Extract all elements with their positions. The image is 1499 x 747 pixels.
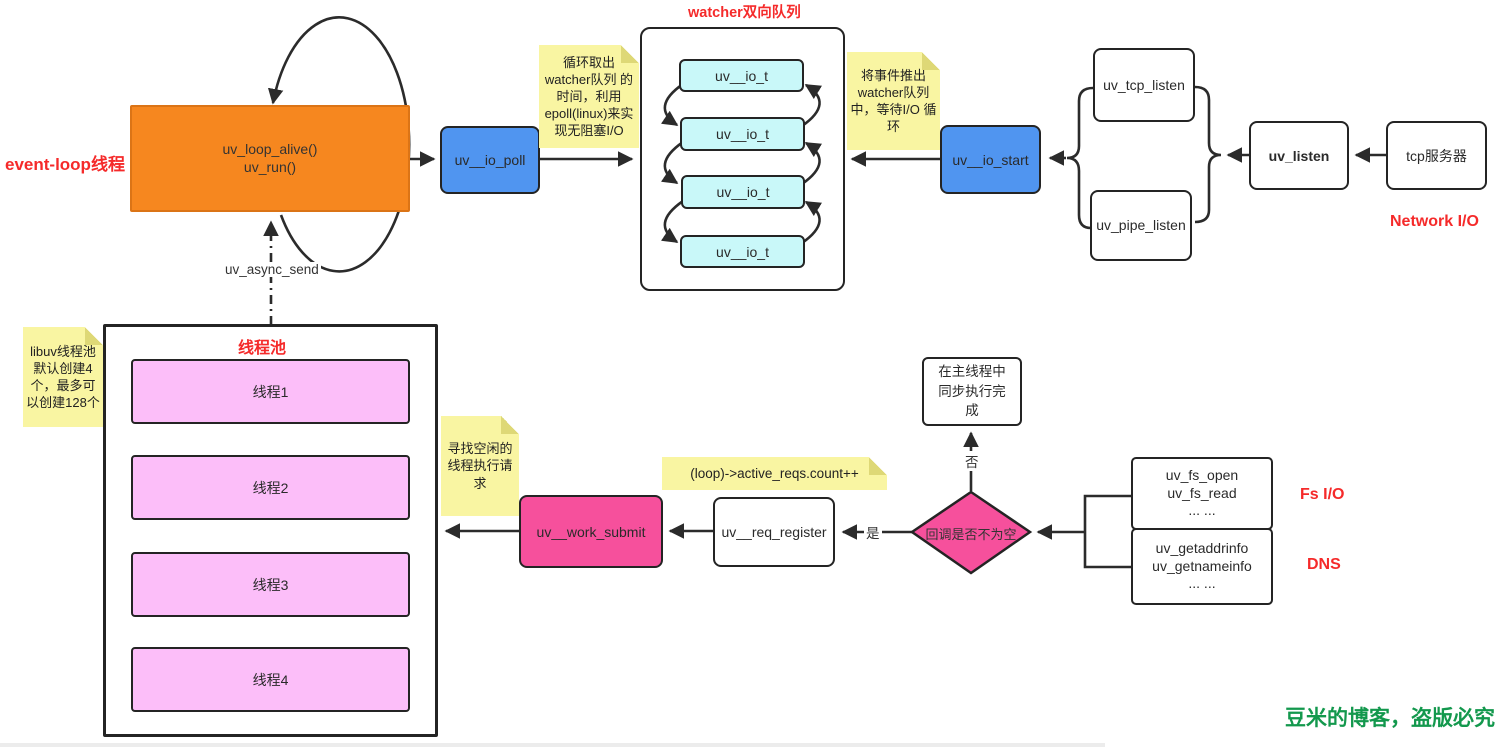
note-pool-size: libuv线程池默认创建4个，最多可以创建128个	[23, 327, 103, 427]
decision-diamond	[909, 490, 1033, 575]
uv-loop-node: uv_loop_alive() uv_run()	[130, 105, 410, 212]
note-push-event-text: 将事件推出watcher队列 中，等待I/O 循环	[850, 67, 937, 135]
watcher-arc-up-1	[801, 83, 823, 128]
watcher-arc-down-2	[660, 140, 684, 185]
watcher-item-4: uv__io_t	[680, 235, 805, 268]
thread-4: 线程4	[131, 647, 410, 712]
uv-io-start-node: uv__io_start	[940, 125, 1041, 194]
fs-calls-node: uv_fs_open uv_fs_read ... ...	[1131, 457, 1273, 530]
no-label: 否	[963, 451, 981, 471]
network-io-label: Network I/O	[1390, 213, 1479, 230]
thread-pool-box	[103, 324, 438, 737]
note-pool-size-text: libuv线程池默认创建4个，最多可以创建128个	[26, 343, 100, 411]
uv-req-register-node: uv__req_register	[713, 497, 835, 567]
dns-line2: uv_getnameinfo	[1152, 557, 1252, 574]
note-fold-icon	[621, 45, 639, 63]
uv-io-poll-node: uv__io_poll	[440, 126, 540, 194]
event-loop-thread-label: event-loop线程	[5, 155, 125, 174]
note-active-reqs-text: (loop)->active_reqs.count++	[690, 465, 859, 481]
note-find-idle-text: 寻找空闲的线程执行请求	[447, 441, 513, 491]
uv-tcp-listen-node: uv_tcp_listen	[1093, 48, 1195, 122]
note-fold-icon	[85, 327, 103, 345]
brace-left	[1066, 86, 1094, 230]
uv-loop-line1: uv_loop_alive()	[222, 141, 318, 157]
note-fold-icon	[869, 457, 887, 475]
uv-listen-node: uv_listen	[1249, 121, 1349, 190]
dns-line3: ... ...	[1188, 575, 1216, 592]
dns-calls-node: uv_getaddrinfo uv_getnameinfo ... ...	[1131, 528, 1273, 605]
watermark-text: 豆米的博客，盗版必究	[1285, 707, 1495, 730]
tcp-server-node: tcp服务器	[1386, 121, 1487, 190]
note-push-event: 将事件推出watcher队列 中，等待I/O 循环	[847, 52, 940, 150]
watcher-arc-down-1	[660, 82, 684, 127]
thread-pool-title: 线程池	[238, 340, 287, 357]
note-epoll-text: 循环取出watcher队列 的时间，利用epoll(linux)来实现无阻塞I/…	[544, 54, 634, 139]
note-active-reqs: (loop)->active_reqs.count++	[662, 457, 887, 490]
page-bottom-edge	[0, 743, 1105, 747]
uv-pipe-listen-node: uv_pipe_listen	[1090, 190, 1192, 261]
fs-line3: ... ...	[1188, 502, 1216, 519]
dns-line1: uv_getaddrinfo	[1155, 540, 1249, 557]
watcher-arc-up-2	[801, 141, 823, 186]
thread-1: 线程1	[131, 359, 410, 424]
watcher-arc-up-3	[801, 200, 823, 245]
watcher-item-1: uv__io_t	[679, 59, 804, 92]
watcher-queue-title: watcher双向队列	[688, 5, 801, 21]
note-fold-icon	[922, 52, 940, 70]
decision-diamond-label: 回调是否不为空	[925, 527, 1017, 542]
watcher-item-3: uv__io_t	[681, 175, 805, 209]
note-find-idle: 寻找空闲的线程执行请求	[441, 416, 519, 516]
uv-loop-line2: uv_run()	[243, 158, 297, 175]
uv-async-send-label: uv_async_send	[223, 262, 321, 277]
brace-right	[1194, 85, 1222, 224]
note-fold-icon	[501, 416, 519, 434]
dns-label: DNS	[1307, 556, 1341, 573]
note-epoll: 循环取出watcher队列 的时间，利用epoll(linux)来实现无阻塞I/…	[539, 45, 639, 148]
bracket-fs-dns	[1083, 494, 1131, 569]
uv-work-submit-node: uv__work_submit	[519, 495, 663, 568]
fs-io-label: Fs I/O	[1300, 486, 1345, 503]
thread-2: 线程2	[131, 455, 410, 520]
watcher-arc-down-3	[660, 199, 684, 244]
watcher-item-2: uv__io_t	[680, 117, 805, 151]
yes-label: 是	[864, 522, 882, 542]
fs-line1: uv_fs_open	[1165, 467, 1239, 484]
sync-in-main-node: 在主线程中同步执行完成	[922, 357, 1022, 426]
thread-3: 线程3	[131, 552, 410, 617]
watcher-queue-box	[640, 27, 845, 291]
fs-line2: uv_fs_read	[1167, 484, 1237, 501]
